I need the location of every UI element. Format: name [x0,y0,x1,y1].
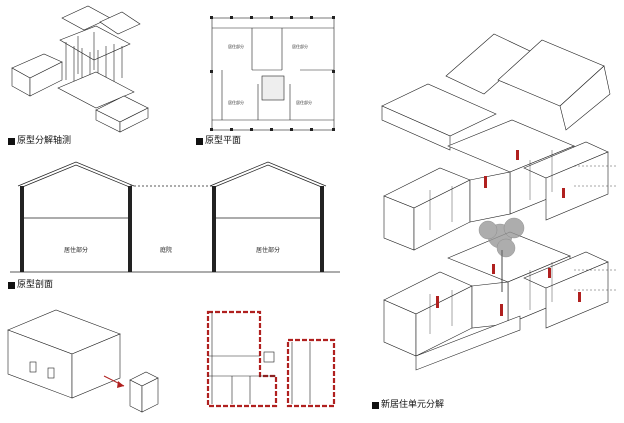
plan-room-3: 居住部分 [228,100,244,105]
caption-plan: 原型平面 [196,136,241,146]
caption-marker-icon [8,137,15,145]
caption-new-unit: 新居住单元分解 [372,400,444,410]
new-unit-exploded-axon [381,33,611,371]
caption-marker-icon [372,401,379,409]
caption-section-text: 原型剖面 [17,280,54,290]
prototype-massing [7,309,159,413]
caption-marker-icon [8,281,15,289]
section-label-left: 居住部分 [64,247,89,254]
section-label-middle: 庭院 [160,247,173,254]
caption-axon-text: 原型分解轴测 [17,136,72,146]
caption-axon: 原型分解轴测 [8,136,71,146]
courtyard-tree [478,217,525,292]
caption-plan-text: 原型平面 [205,136,242,146]
caption-new-unit-text: 新居住单元分解 [381,400,445,410]
plan-room-4: 居住部分 [296,100,312,105]
section-label-right: 居住部分 [256,247,281,254]
new-unit-plan [206,310,336,408]
plan-room-2: 居住部分 [292,44,308,49]
prototype-section [10,161,340,273]
plan-room-1: 居住部分 [228,44,244,49]
caption-marker-icon [196,137,203,145]
caption-section: 原型剖面 [8,280,53,290]
prototype-plan [211,17,335,131]
